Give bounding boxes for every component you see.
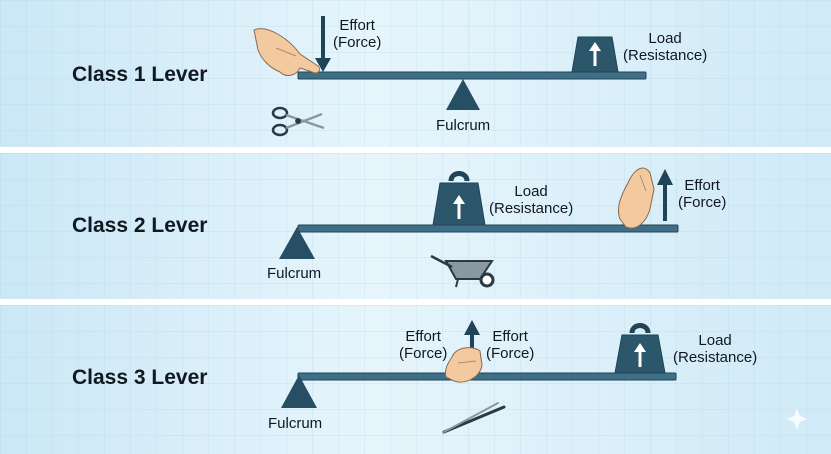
effort-left-label: Effort(Force) <box>399 328 448 362</box>
load-label: Load(Resistance) <box>623 30 708 64</box>
fulcrum-label: Fulcrum <box>436 117 491 134</box>
class-2-title: Class 2 Lever <box>72 214 208 237</box>
effort-arrow-up-icon <box>657 169 673 221</box>
effort-arrow-down-icon <box>315 16 331 72</box>
sparkle-icon <box>786 408 808 430</box>
fulcrum-triangle <box>279 227 315 259</box>
wheelbarrow-icon <box>430 254 495 288</box>
effort-label: Effort(Force) <box>678 177 727 211</box>
class-1-panel: Class 1 Lever Effort( <box>0 0 831 147</box>
class-3-diagram <box>281 320 808 434</box>
class-3-title: Class 3 Lever <box>72 366 208 389</box>
load-label: Load(Resistance) <box>673 332 758 366</box>
pointing-hand-icon <box>253 28 321 76</box>
fulcrum-label: Fulcrum <box>268 415 323 432</box>
class-1-diagram <box>253 16 647 137</box>
load-weight-icon <box>432 171 486 226</box>
load-label: Load(Resistance) <box>489 183 574 217</box>
class-1-title: Class 1 Lever <box>72 63 208 86</box>
lever-beam <box>297 71 647 80</box>
pushing-hand-icon <box>617 167 655 229</box>
lever-beam <box>297 224 679 233</box>
class-3-panel: Class 3 Lever Effort(Fo <box>0 305 831 454</box>
lever-beam <box>297 372 677 381</box>
tweezers-icon <box>442 402 506 434</box>
class-2-panel: Class 2 Lever Load(Resistance) <box>0 153 831 299</box>
class-2-diagram <box>279 167 679 288</box>
scissors-icon <box>271 106 325 137</box>
gripping-hand-icon <box>445 347 483 383</box>
effort-label: Effort(Force) <box>333 17 382 51</box>
effort-right-label: Effort(Force) <box>486 328 535 362</box>
fulcrum-triangle <box>281 375 317 408</box>
fulcrum-triangle <box>446 79 480 110</box>
load-weight-icon <box>571 36 619 73</box>
fulcrum-label: Fulcrum <box>267 265 322 282</box>
load-weight-icon <box>614 323 666 374</box>
